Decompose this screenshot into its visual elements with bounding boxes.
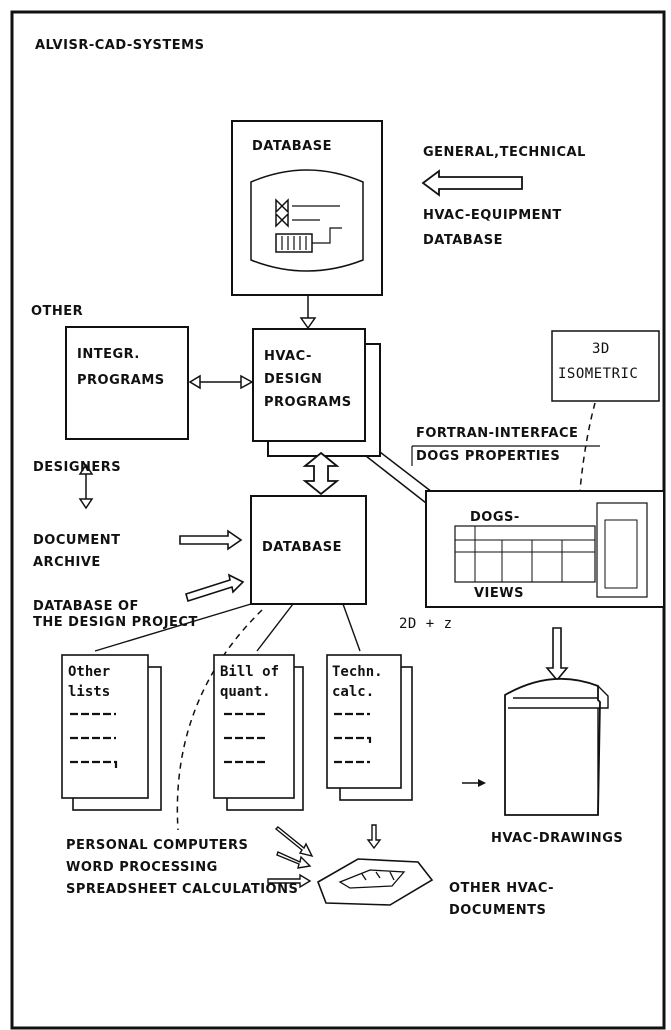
dashed-curve-pc (176, 609, 263, 831)
hollow-arrow-down (545, 627, 569, 682)
arrowhead-up (78, 463, 94, 475)
valve-icon (275, 198, 289, 228)
personal-computers-label: PERSONAL COMPUTERS (66, 838, 249, 853)
programs-label: PROGRAMS (77, 373, 165, 388)
other-lists-front (61, 654, 149, 799)
hollow-arrow-left (421, 169, 523, 197)
integr-programs-box (65, 326, 189, 440)
hvac-equipment-database-label: DATABASE (423, 233, 503, 248)
fortran-interface-label: FORTRAN-INTERFACE (416, 426, 579, 441)
arrowhead-down (78, 498, 94, 510)
database-of-label: DATABASE OF (33, 599, 139, 614)
arrowhead-right (240, 374, 254, 390)
arrowhead-right (478, 779, 486, 787)
three-d-label: 3D (592, 341, 610, 357)
design-project-label: THE DESIGN PROJECT (33, 615, 198, 630)
printer-keys (338, 869, 406, 889)
spreadsheet-label: SPREADSHEET CALCULATIONS (66, 882, 299, 897)
database-top-title: DATABASE (252, 139, 332, 154)
design-programs-label: PROGRAMS (264, 395, 352, 410)
hvac-design-box (252, 328, 366, 442)
hollow-arrow-printer-1 (274, 826, 314, 858)
archive-label: ARCHIVE (33, 555, 101, 570)
two-d-z-label: 2D + z (399, 616, 453, 632)
design-label: DESIGN (264, 372, 323, 387)
isometric-box (551, 330, 660, 402)
dogs-properties-label: DOGS PROPERTIES (416, 449, 561, 464)
database-mid-title: DATABASE (262, 540, 342, 555)
techno-calc-front (326, 654, 402, 789)
techno-calc-title-1: Techn. (332, 664, 383, 680)
other-lists-title-1: Other (68, 664, 111, 680)
connector-line (342, 603, 361, 652)
dogs-label: DOGS- (470, 510, 520, 525)
bill-quant-front (213, 654, 295, 799)
hvac-label: HVAC- (264, 349, 312, 364)
hollow-double-arrow (302, 451, 340, 496)
database-drum-icon (250, 169, 364, 272)
sheet-dashes (70, 712, 372, 770)
bill-quant-title-1: Bill of (220, 664, 280, 680)
dogs-views-box (425, 490, 665, 608)
other-lists-title-2: lists (68, 684, 111, 700)
radiator-fins (281, 236, 307, 250)
word-processing-label: WORD PROCESSING (66, 860, 218, 875)
hollow-arrow-printer-3 (267, 873, 312, 889)
hollow-arrow-right (179, 529, 243, 551)
other-label: OTHER (31, 304, 84, 319)
printer-icon (317, 858, 434, 906)
dogs-inner-panel (596, 502, 648, 598)
integr-label: INTEGR. (77, 347, 140, 362)
dogs-inner-grid (455, 526, 595, 582)
isometric-label: ISOMETRIC (558, 366, 639, 382)
dogs-inner-window (454, 525, 596, 583)
hvac-equipment-label: HVAC-EQUIPMENT (423, 208, 562, 223)
database-top-box (231, 120, 383, 296)
arrowhead-left (188, 374, 201, 390)
pipe-connector (312, 227, 342, 244)
dashed-curve-isometric (579, 402, 596, 491)
header-title: ALVISR-CAD-SYSTEMS (35, 38, 205, 53)
designers-label: DESIGNERS (33, 460, 122, 475)
hollow-arrow-diagonal (185, 573, 245, 603)
general-technical-label: GENERAL,TECHNICAL (423, 145, 586, 160)
plotter-icon (504, 677, 601, 816)
hollow-arrow-printer-2 (276, 851, 312, 869)
connector-line (94, 603, 252, 652)
document-label: DOCUMENT (33, 533, 121, 548)
database-mid-box (250, 495, 367, 605)
connector-line (256, 603, 294, 652)
hollow-arrow-printer-4 (366, 824, 382, 850)
techno-calc-title-2: calc. (332, 684, 375, 700)
hvac-drawings-label: HVAC-DRAWINGS (491, 831, 624, 846)
documents-label: DOCUMENTS (449, 903, 547, 918)
plotter-paper (508, 685, 609, 815)
connector-double-line (365, 455, 436, 511)
other-hvac-label: OTHER HVAC- (449, 881, 555, 896)
views-label: VIEWS (474, 586, 524, 601)
dogs-inner-panel-2 (604, 519, 638, 589)
arrowhead-down (299, 317, 317, 330)
bill-quant-title-2: quant. (220, 684, 271, 700)
